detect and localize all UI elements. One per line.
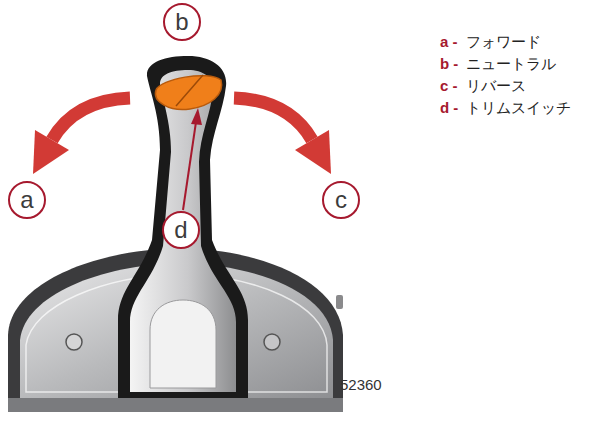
callout-letter: d <box>174 218 187 242</box>
motion-arrow <box>234 98 312 140</box>
callout-circle: c <box>322 181 360 219</box>
part-name: リバース <box>466 77 526 95</box>
screw <box>66 334 82 350</box>
part-name: フォワード <box>466 33 541 51</box>
callout-circle: b <box>163 3 201 41</box>
key-letter: a - <box>440 33 458 51</box>
motion-arrow <box>52 98 130 140</box>
key-letter: b - <box>440 55 458 73</box>
lever-face <box>130 70 236 392</box>
figure-number: 52360 <box>340 376 382 394</box>
callout-circle: a <box>8 181 46 219</box>
leader-line <box>183 122 196 210</box>
lever-base-slot <box>150 300 216 388</box>
callout-letter: b <box>175 10 188 34</box>
callout-letter: c <box>335 188 347 212</box>
screw <box>264 334 280 350</box>
trim-switch <box>155 76 221 110</box>
callout-circle: d <box>162 211 200 249</box>
part-name: ニュートラル <box>466 55 556 73</box>
key-letter: c - <box>440 77 458 95</box>
key-letter: d - <box>440 99 458 117</box>
part-name: トリムスイッチ <box>466 99 571 117</box>
lever-grip <box>118 56 248 398</box>
callout-letter: a <box>20 188 33 212</box>
